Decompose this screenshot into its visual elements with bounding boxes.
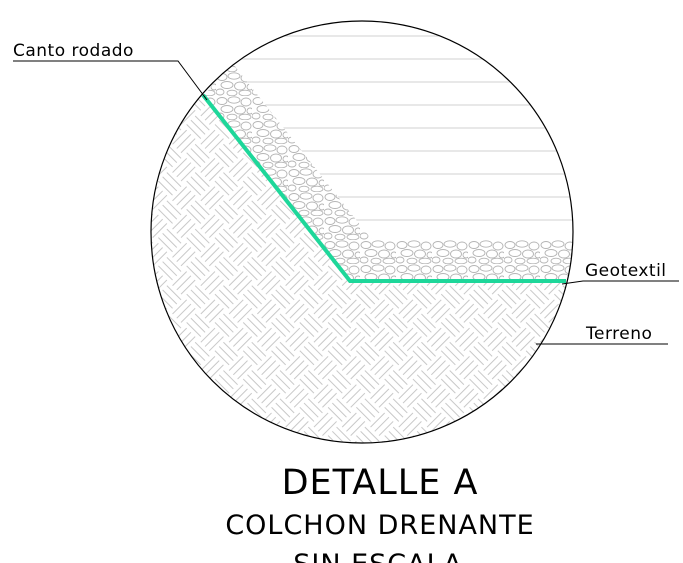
- label-canto-rodado: Canto rodado: [13, 41, 134, 61]
- title-main: DETALLE A: [282, 463, 479, 503]
- geotextile-line: [201, 93, 566, 283]
- title-sub: COLCHON DRENANTE: [225, 510, 534, 541]
- label-geotextil: Geotextil: [585, 261, 667, 281]
- detail-circle: [150, 20, 574, 444]
- leader-geotextil: [561, 280, 679, 285]
- label-terreno: Terreno: [585, 324, 652, 344]
- leader-canto-rodado: [13, 60, 208, 101]
- title-scale: SIN ESCALA: [293, 549, 463, 563]
